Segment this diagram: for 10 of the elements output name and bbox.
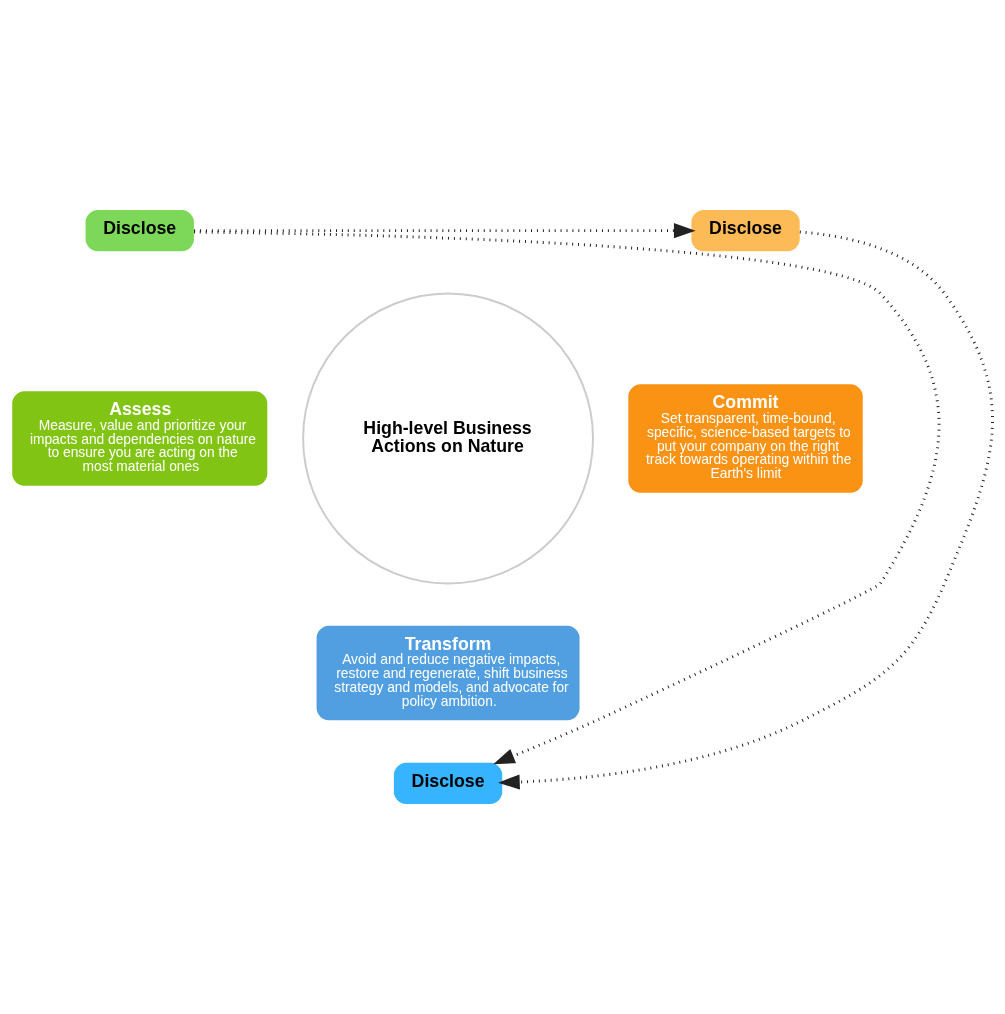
arrow	[498, 230, 994, 790]
node-box: Transform Avoid and reduce negative impacts, restore and regenerate, shift business strategy and models, and advocate for policy ambition.	[316, 625, 580, 721]
node-circle: High-level Business Actions on Nature	[302, 292, 594, 585]
node-box: Commit Set transparent, time-bound, specific, science-based targets to put your company on the right track towards operating within the Earth's limit	[628, 384, 863, 493]
node-box: Disclose	[691, 209, 800, 252]
arrow	[194, 230, 941, 765]
node-box: Disclose	[393, 762, 503, 805]
arrow	[194, 223, 696, 239]
node-box: Assess Measure, value and prioritize your impacts and dependencies on nature to ensure you are acting on the most material ones	[12, 391, 268, 486]
node-box: Disclose	[85, 209, 194, 252]
